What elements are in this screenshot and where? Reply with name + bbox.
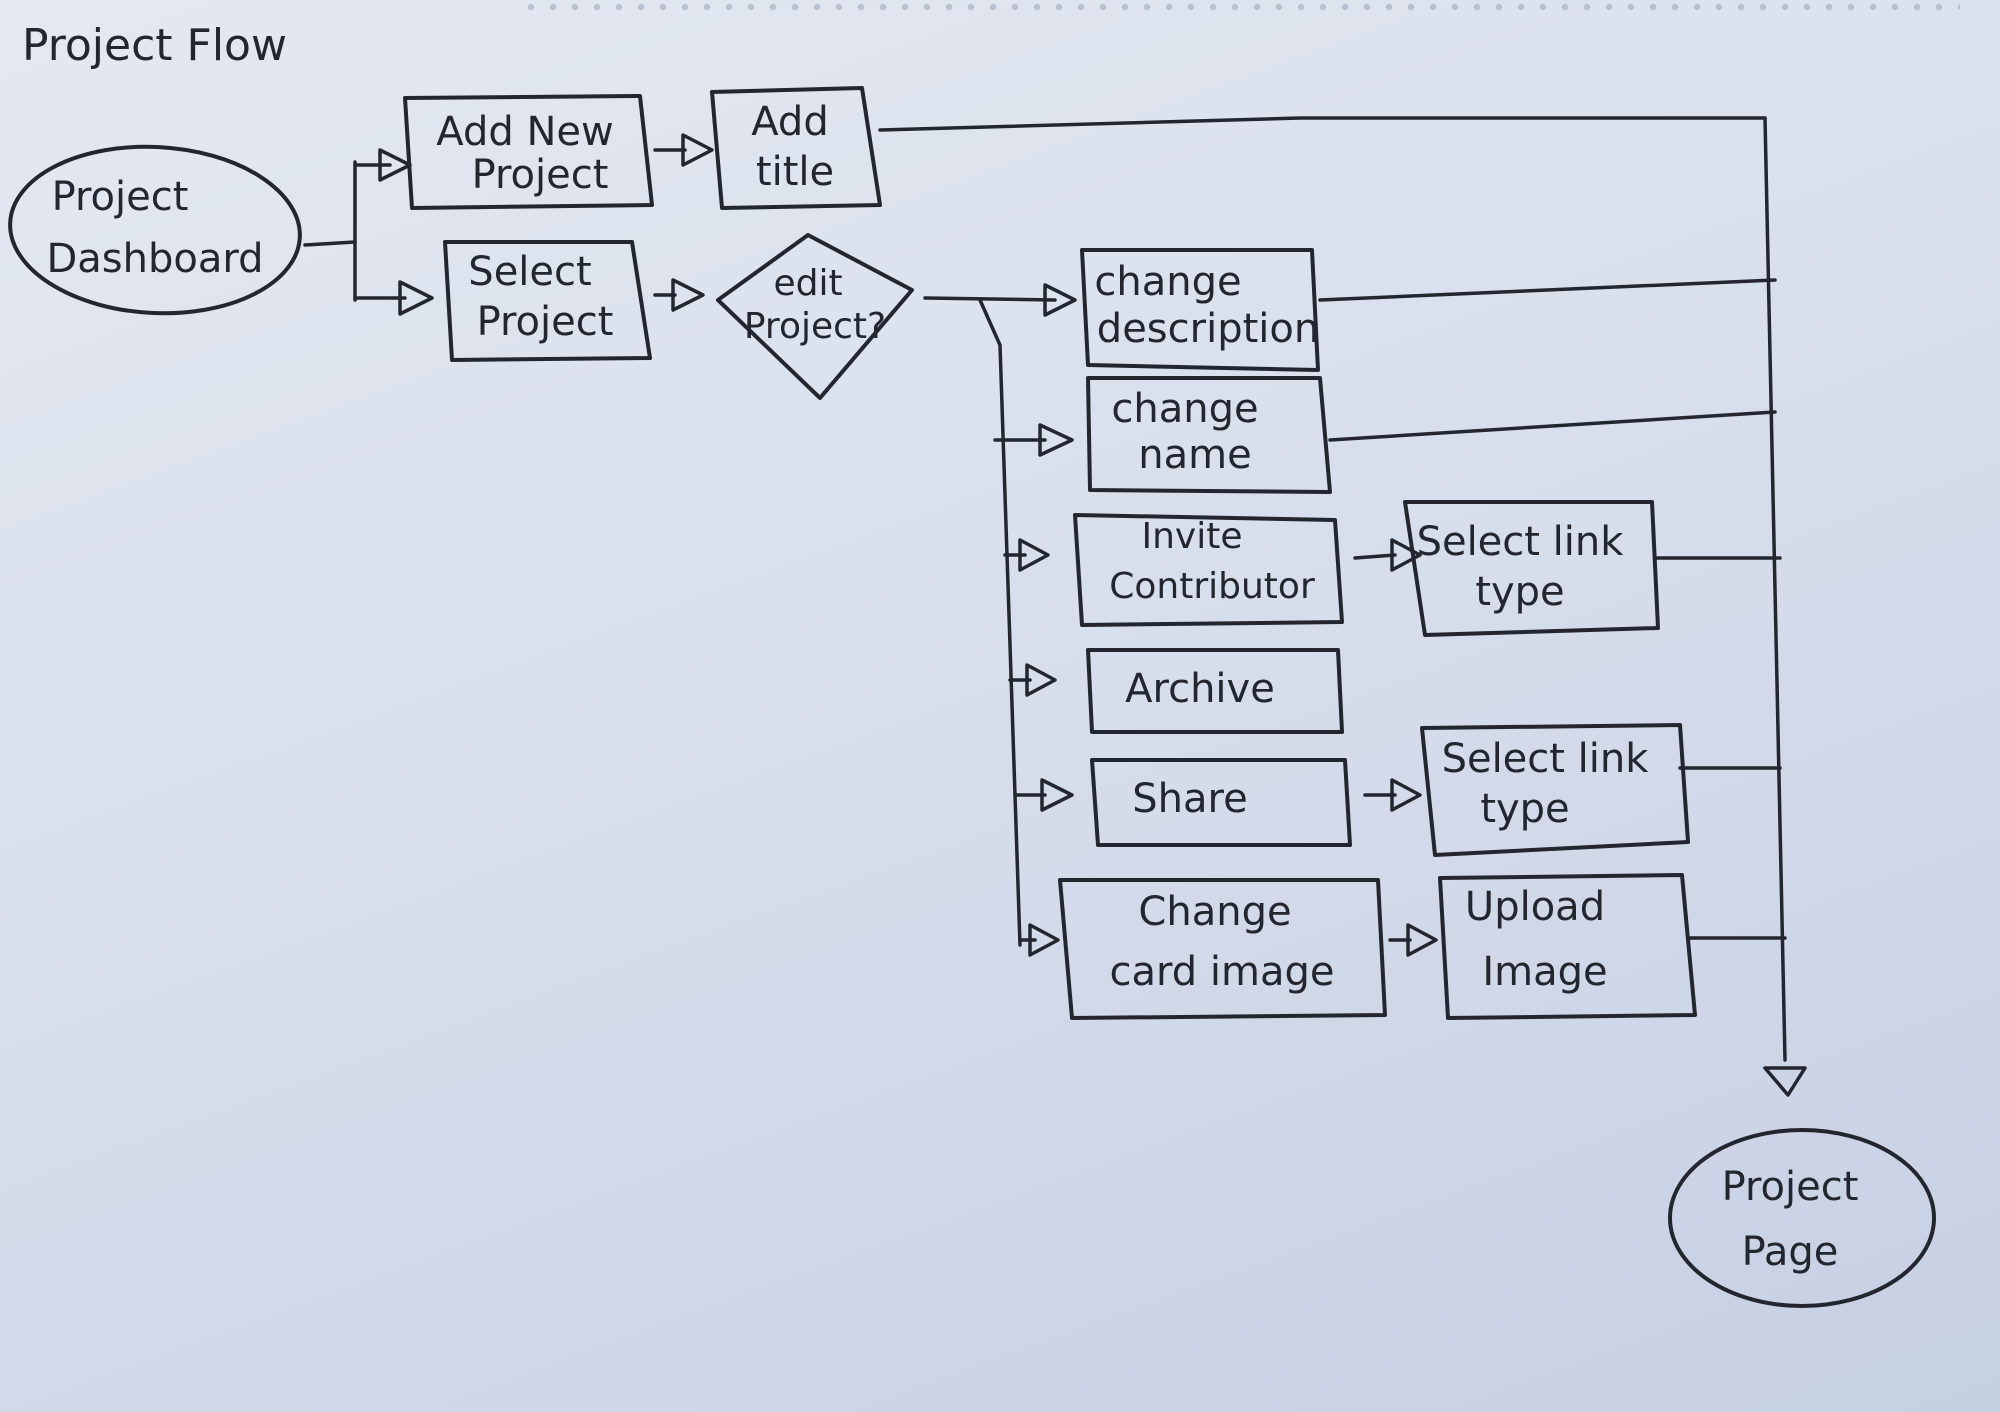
node-archive: Archive	[1086, 648, 1344, 734]
connector-dashboard-branch	[303, 240, 357, 247]
node-label: Project	[472, 152, 609, 198]
connector-edit-options	[923, 296, 1057, 302]
node-share: Share	[1090, 758, 1352, 847]
arrowhead-change-name	[1038, 423, 1074, 457]
connector-right-trunk	[1763, 116, 1787, 1062]
node-change-name: change name	[1086, 376, 1332, 494]
node-change-card-image: Change card image	[1058, 878, 1387, 1020]
node-label: Page	[1742, 1229, 1839, 1275]
diagram-title: Project Flow	[22, 20, 287, 71]
node-label: Project	[52, 174, 189, 220]
node-add-title: Add title	[710, 86, 882, 210]
node-label: type	[1480, 786, 1569, 832]
node-label: type	[1475, 569, 1564, 615]
connector-addtitle-trunk	[878, 116, 1767, 132]
node-label: Select	[468, 249, 591, 295]
node-label: Add New	[436, 109, 613, 155]
node-label: Project?	[744, 306, 886, 347]
node-label: name	[1138, 432, 1251, 478]
arrowhead-change-description	[1043, 283, 1077, 317]
node-label: Archive	[1125, 666, 1275, 712]
arrowheads	[378, 133, 1807, 1097]
node-invite-contributor: Invite Contributor	[1073, 513, 1344, 627]
node-upload-image: Upload Image	[1438, 873, 1697, 1020]
node-label: title	[756, 149, 834, 195]
node-label: change	[1111, 386, 1258, 432]
arrowhead-share	[1040, 778, 1074, 812]
node-edit-project: edit Project?	[716, 233, 914, 400]
node-label: Project	[477, 299, 614, 345]
node-select-project: Select Project	[443, 240, 652, 362]
node-label: Select link	[1442, 736, 1650, 782]
node-label: description	[1097, 306, 1319, 352]
node-label: Change	[1138, 889, 1291, 935]
arrowhead-link-type-1	[1390, 538, 1422, 572]
arrowhead-select	[398, 280, 434, 316]
node-change-description: change description	[1080, 248, 1320, 372]
connector-options-vertical	[978, 298, 1022, 947]
node-project-dashboard: Project Dashboard	[8, 144, 302, 316]
arrowhead-add-title	[681, 133, 714, 167]
node-label: Invite	[1141, 516, 1242, 557]
connector-invite-linktype	[1353, 553, 1397, 560]
connectors	[303, 116, 1787, 1062]
connector-description-trunk	[1318, 278, 1777, 302]
node-label: Project	[1722, 1164, 1859, 1210]
node-add-new-project: Add New Project	[403, 94, 654, 210]
node-label: Select link	[1417, 519, 1625, 565]
node-label: Upload	[1465, 884, 1605, 930]
node-label: Dashboard	[46, 236, 263, 282]
arrowhead-card-image	[1028, 923, 1060, 957]
node-project-page: Project Page	[1668, 1128, 1936, 1308]
node-label: change	[1094, 259, 1241, 305]
node-select-link-type-1: Select link type	[1403, 500, 1660, 637]
arrowhead-upload	[1406, 923, 1438, 957]
node-select-link-type-2: Select link type	[1420, 723, 1690, 857]
arrowhead-link-type-2	[1390, 778, 1422, 812]
arrowhead-archive	[1025, 663, 1057, 697]
arrowhead-edit	[671, 278, 705, 312]
node-label: card image	[1110, 949, 1335, 995]
node-label: Contributor	[1109, 566, 1315, 607]
node-label: Image	[1482, 949, 1607, 995]
arrowhead-add-new	[378, 148, 412, 182]
node-label: Add	[751, 99, 828, 145]
perforated-edge	[520, 2, 1960, 12]
connector-name-trunk	[1328, 410, 1777, 442]
node-label: Share	[1132, 776, 1247, 822]
arrowhead-invite	[1018, 538, 1050, 572]
arrowhead-project-page	[1763, 1066, 1807, 1097]
node-label: edit	[773, 263, 842, 304]
